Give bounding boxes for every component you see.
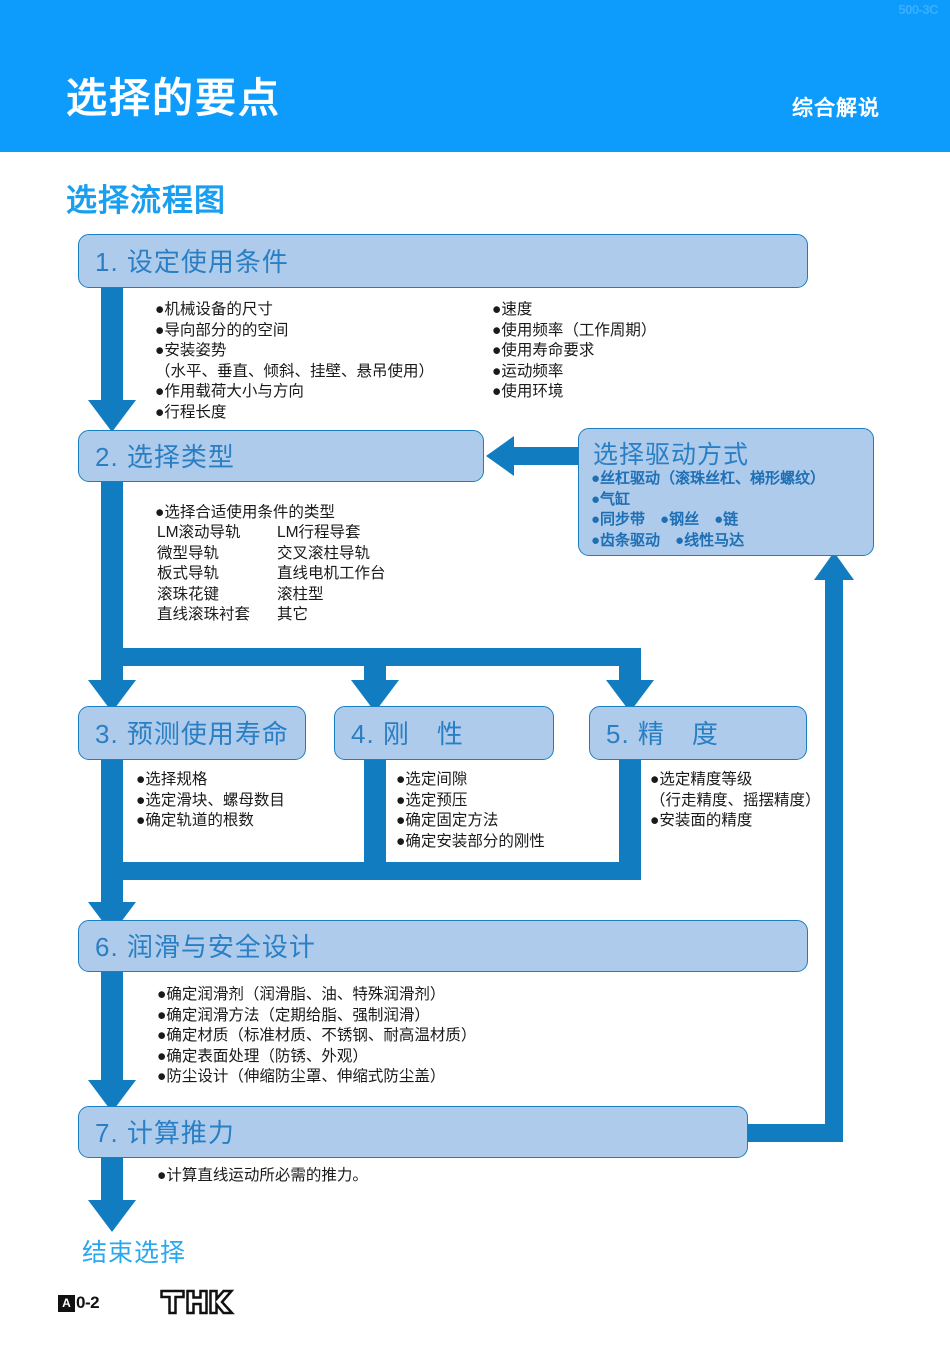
drive-to-step2-line xyxy=(514,447,580,465)
type-cell: 其它 xyxy=(277,606,309,623)
step-4-label: 4. 刚 性 xyxy=(351,718,464,749)
footer-page-badge: A 0-2 xyxy=(58,1293,100,1313)
header-right-label: 综合解说 xyxy=(792,97,880,120)
step-4-details: ●选定间隙 ●选定预压 ●确定固定方法 ●确定安装部分的刚性 xyxy=(396,771,545,850)
thk-logo-icon xyxy=(160,1289,235,1315)
line-step3-down xyxy=(101,760,123,872)
step-box-4[interactable]: 4. 刚 性 xyxy=(334,706,554,760)
thk-logo xyxy=(160,1288,238,1321)
arrow-bus-to-step3 xyxy=(88,666,136,712)
step-7-details: ●计算直线运动所必需的推力。 xyxy=(157,1167,368,1184)
arrow-bus-to-step5 xyxy=(606,666,654,712)
type-cell: 交叉滚柱导轨 xyxy=(277,544,371,562)
step-6-label: 6. 润滑与安全设计 xyxy=(95,931,316,962)
type-cell: LM行程导套 xyxy=(277,524,361,541)
step-2-type-list: LM滚动导轨 LM行程导套 微型导轨 交叉滚柱导轨 板式导轨 直线电机工作台 滚… xyxy=(157,523,386,626)
type-cell: 直线电机工作台 xyxy=(277,565,386,582)
end-label: 结束选择 xyxy=(82,1239,187,1267)
footer-page-number: 0-2 xyxy=(76,1293,100,1312)
step-box-5[interactable]: 5. 精 度 xyxy=(589,706,807,760)
line-step5-down xyxy=(619,760,641,872)
line-step4-down xyxy=(364,760,386,872)
line-step6-down xyxy=(101,972,123,1066)
type-row: 微型导轨 交叉滚柱导轨 xyxy=(157,544,386,565)
step-box-7[interactable]: 7. 计算推力 xyxy=(78,1106,748,1158)
step-5-label: 5. 精 度 xyxy=(606,718,719,749)
arrow-step6-to-step7 xyxy=(88,1066,136,1112)
step-7-label: 7. 计算推力 xyxy=(95,1117,235,1148)
type-row: 滚珠花键 滚柱型 xyxy=(157,585,386,606)
drive-method-box[interactable]: 选择驱动方式 ●丝杠驱动（滚珠丝杠、梯形螺纹） ●气缸 ●同步带 ●钢丝 ●链 … xyxy=(578,428,874,556)
step-box-3[interactable]: 3. 预测使用寿命 xyxy=(78,706,306,760)
feedback-arrowhead xyxy=(814,552,854,580)
drive-method-items: ●丝杠驱动（滚珠丝杠、梯形螺纹） ●气缸 ●同步带 ●钢丝 ●链 ●齿条驱动 ●… xyxy=(591,470,826,549)
type-row: LM滚动导轨 LM行程导套 xyxy=(157,523,386,544)
merge-bus-horizontal xyxy=(101,862,641,880)
arrow-bus-to-step4 xyxy=(351,666,399,712)
page-title: 选择的要点 xyxy=(66,75,281,121)
step-1-details-right: ●速度 ●使用频率（工作周期） ●使用寿命要求 ●运动频率 ●使用环境 xyxy=(492,301,657,400)
step-1-details-left: ●机械设备的尺寸 ●导向部分的的空间 ●安装姿势 （水平、垂直、倾斜、挂壁、悬吊… xyxy=(155,301,435,421)
section-heading: 选择流程图 xyxy=(66,183,226,218)
drive-method-title: 选择驱动方式 xyxy=(593,441,750,469)
type-cell: 滚柱型 xyxy=(277,585,324,603)
feedback-vertical xyxy=(825,580,843,1142)
type-cell: 微型导轨 xyxy=(157,544,220,562)
feedback-horizontal xyxy=(748,1124,843,1142)
type-row: 直线滚珠衬套 其它 xyxy=(157,605,386,626)
line-step2-down xyxy=(101,482,123,648)
type-cell: 直线滚珠衬套 xyxy=(157,606,251,623)
drive-to-step2-arrowhead xyxy=(486,436,514,476)
type-cell: LM滚动导轨 xyxy=(157,524,241,541)
step-box-2[interactable]: 2. 选择类型 xyxy=(78,430,484,482)
footer-badge-letter: A xyxy=(58,1294,75,1312)
arrow-step1-to-step2 xyxy=(88,288,136,432)
step-box-1[interactable]: 1. 设定使用条件 xyxy=(78,234,808,288)
step-box-6[interactable]: 6. 润滑与安全设计 xyxy=(78,920,808,972)
step-5-details: ●选定精度等级 （行走精度、摇摆精度） ●安装面的精度 xyxy=(650,771,821,829)
arrow-step7-to-end xyxy=(88,1158,136,1232)
type-cell: 滚珠花键 xyxy=(157,585,220,603)
arrow-bus-to-step6 xyxy=(88,880,136,934)
step-2-lead: ●选择合适使用条件的类型 xyxy=(155,504,335,521)
type-row: 板式导轨 直线电机工作台 xyxy=(157,564,386,585)
step-3-details: ●选择规格 ●选定滑块、螺母数目 ●确定轨道的根数 xyxy=(136,771,285,829)
header-code: 500-3C xyxy=(898,2,938,17)
page-header: 500-3C 选择的要点 综合解说 xyxy=(0,0,950,152)
branch-bus-horizontal xyxy=(101,648,641,666)
step-1-label: 1. 设定使用条件 xyxy=(95,246,289,277)
step-2-label: 2. 选择类型 xyxy=(95,441,235,472)
type-cell: 板式导轨 xyxy=(157,565,220,582)
step-6-details: ●确定润滑剂（润滑脂、油、特殊润滑剂） ●确定润滑方法（定期给脂、强制润滑） ●… xyxy=(157,986,477,1085)
step-3-label: 3. 预测使用寿命 xyxy=(95,718,289,749)
